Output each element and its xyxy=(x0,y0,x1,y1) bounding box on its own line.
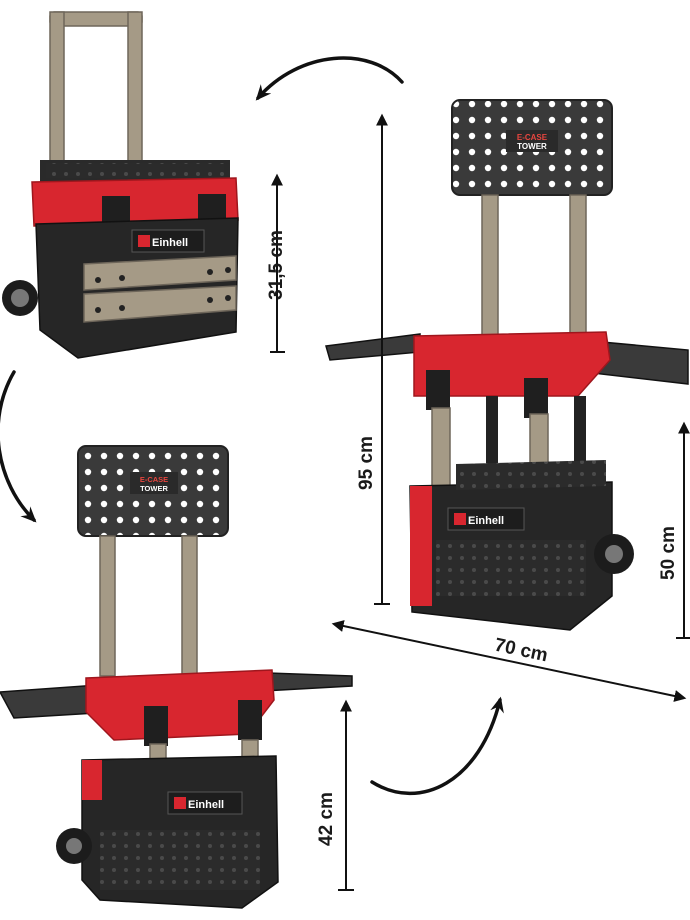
closed-case-product: Einhell xyxy=(2,11,239,359)
tower-product: E-CASE TOWER Einhell xyxy=(325,99,689,631)
workbench-height-label: 42 cm xyxy=(316,792,337,846)
workbench-panel-label-line2: TOWER xyxy=(140,484,168,493)
tower-panel-label-line1: E-CASE xyxy=(517,133,548,142)
base-height-label: 50 cm xyxy=(658,526,679,580)
tower-height-label: 95 cm xyxy=(356,436,377,490)
tower-panel-label-line2: TOWER xyxy=(517,142,547,151)
svg-text:Einhell: Einhell xyxy=(152,237,188,249)
width-line xyxy=(331,620,687,702)
workbench-product: E-CASE TOWER Einhell xyxy=(0,445,353,909)
curved-arrow-bottom xyxy=(370,696,504,796)
workbench-panel-label-line1: E-CASE xyxy=(140,475,168,484)
case-height-label: 31,5 cm xyxy=(266,230,287,300)
curved-arrow-top xyxy=(255,56,404,101)
curved-arrow-left xyxy=(0,370,37,523)
svg-text:Einhell: Einhell xyxy=(188,799,224,811)
dimension-lines xyxy=(270,113,690,891)
transformation-arrows xyxy=(0,56,504,796)
svg-text:Einhell: Einhell xyxy=(468,515,504,527)
